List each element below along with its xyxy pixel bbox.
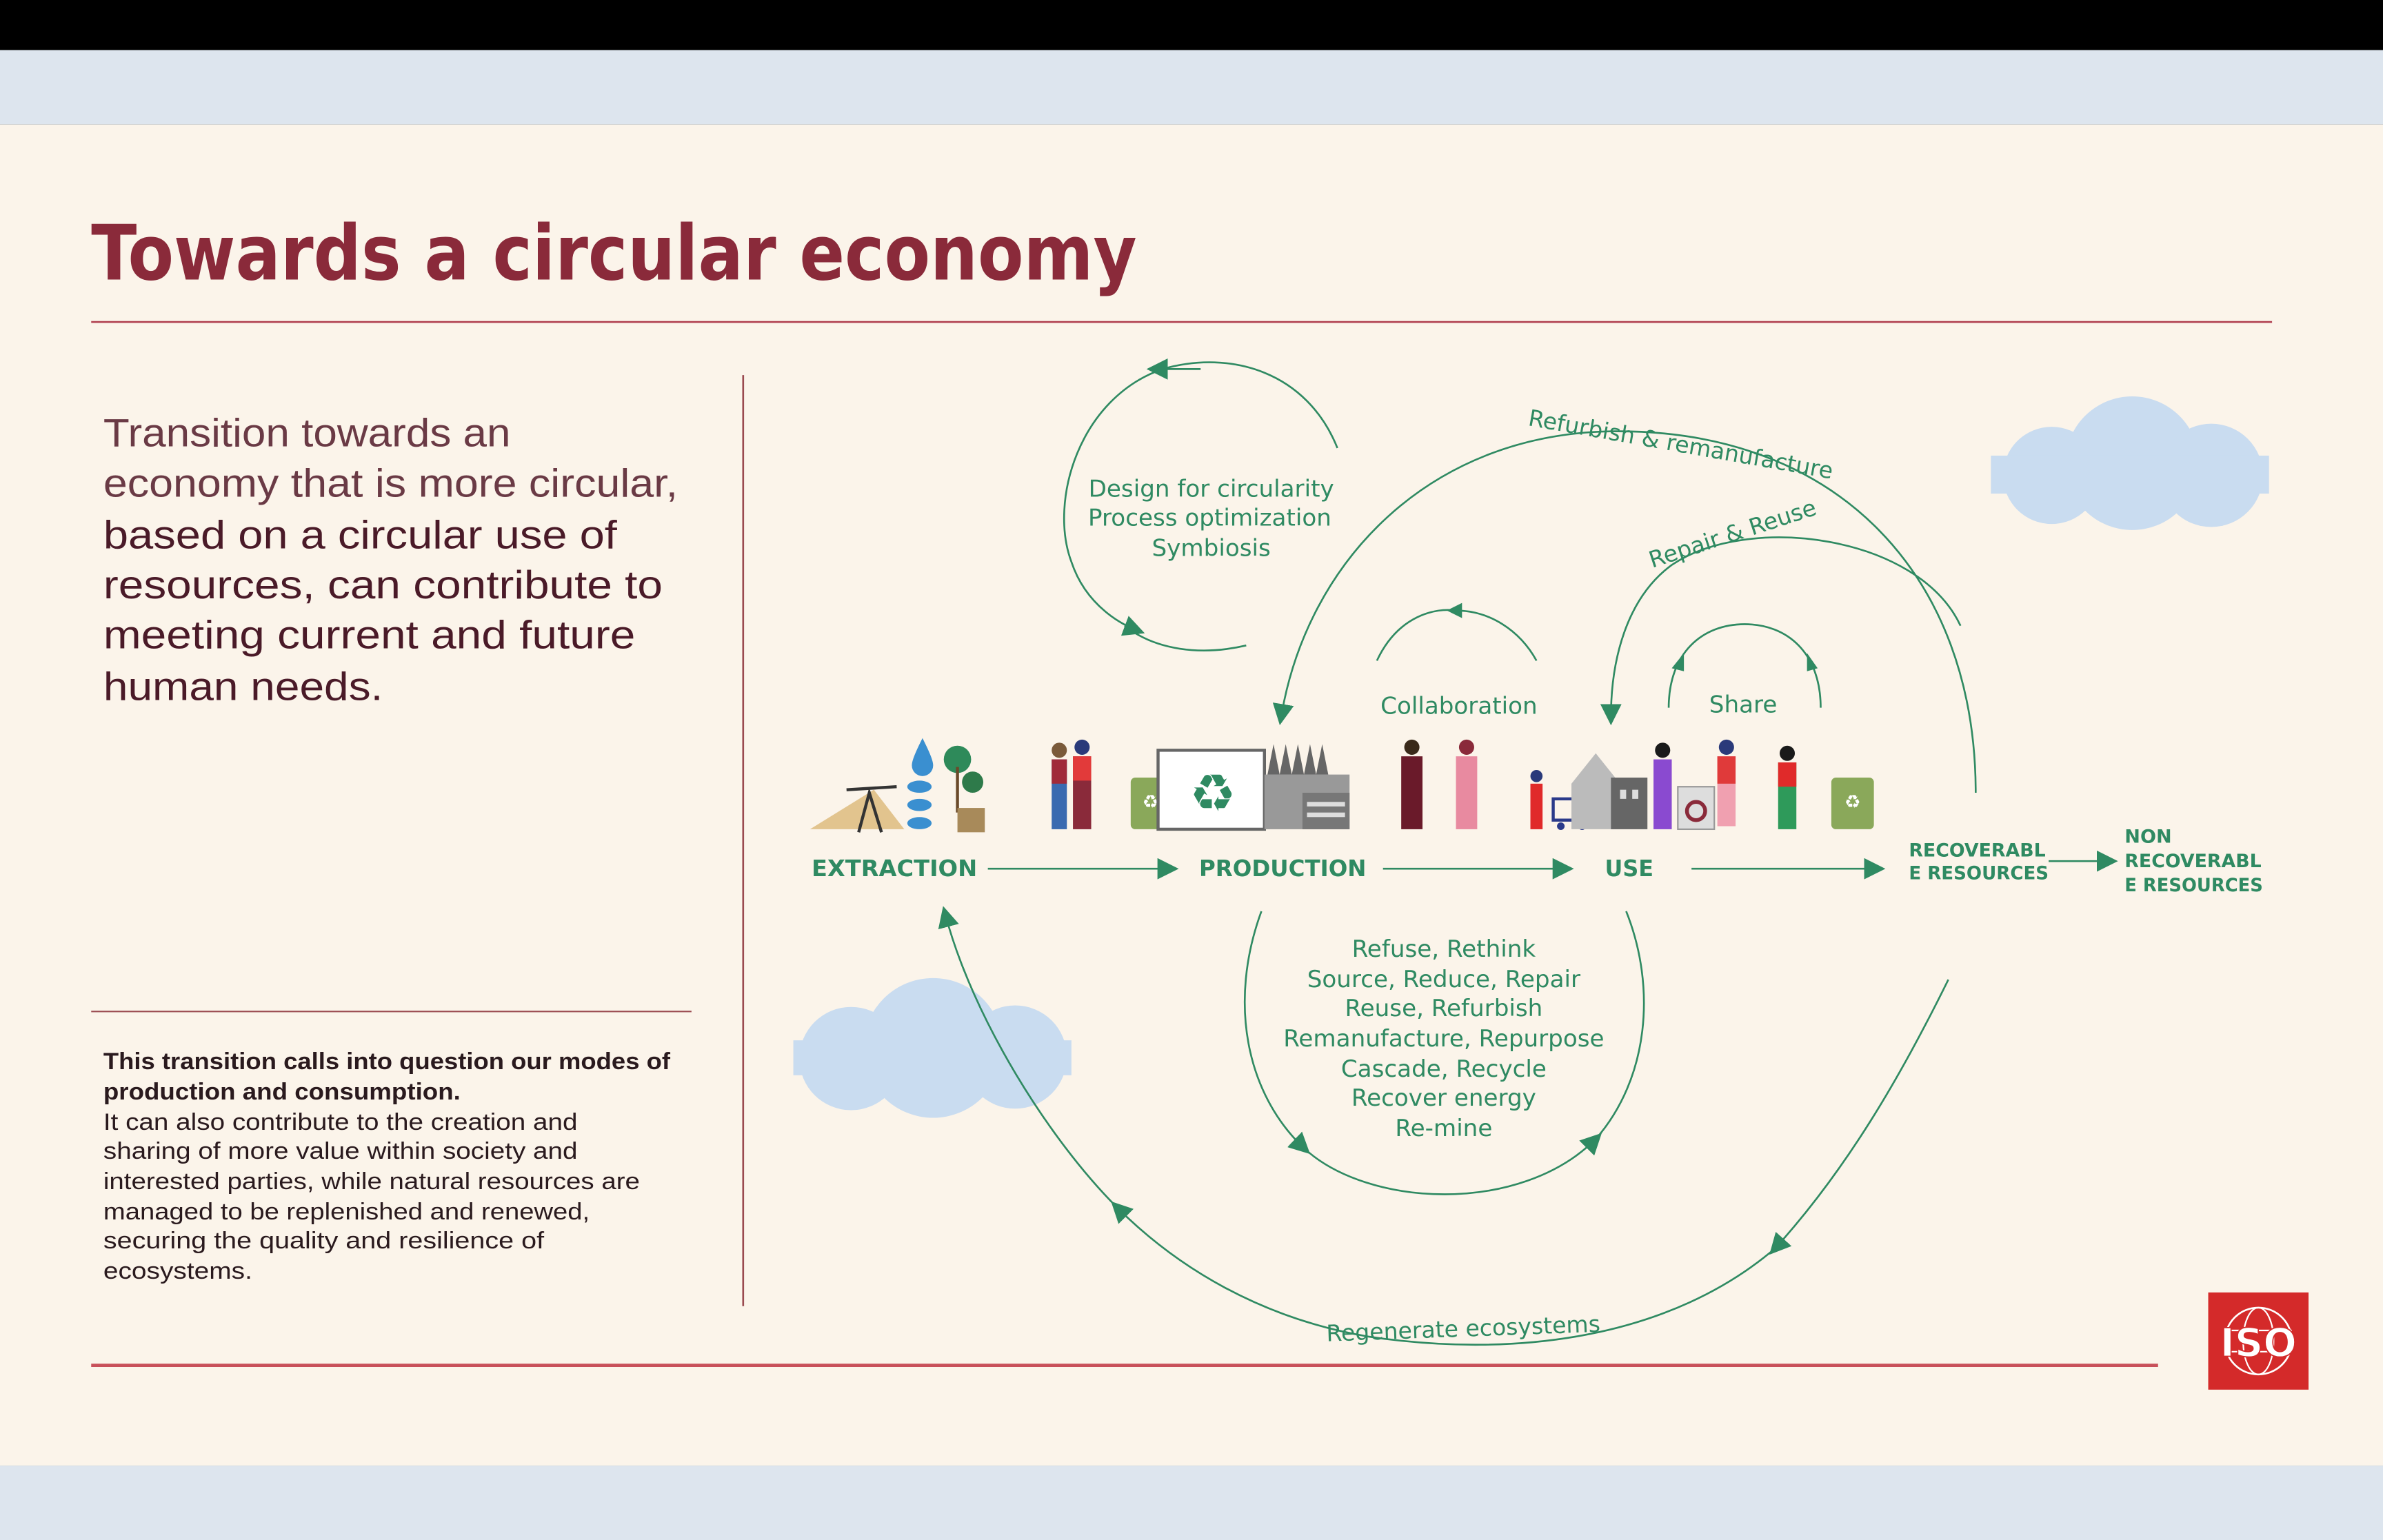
note-text: This transition calls into question our …	[103, 1048, 671, 1284]
intro-line: based on a circular use of	[103, 513, 617, 557]
refurbish-arrow	[1272, 430, 1977, 793]
production-icons: ♻ ♻	[1052, 739, 1350, 831]
svg-text:♻: ♻	[1189, 764, 1236, 822]
fish-icon	[907, 780, 932, 829]
cloud-icon	[793, 977, 1072, 1118]
strategy-item: Re-mine	[1395, 1115, 1492, 1142]
intro-line: Transition towards an	[103, 412, 511, 456]
sand-pile-icon	[810, 789, 905, 829]
collaboration-arrowhead	[1447, 602, 1462, 618]
collaboration-label: Collaboration	[1380, 692, 1538, 720]
factory-icon	[1264, 744, 1350, 829]
strategy-item: Reuse, Refurbish	[1345, 995, 1542, 1022]
share-arrowhead	[1807, 653, 1818, 671]
regenerate-arrow	[938, 906, 1118, 1208]
intro-line: resources, can contribute to	[103, 563, 663, 607]
stage-production: PRODUCTION	[1199, 855, 1366, 882]
stage-non-recoverable: RECOVERABL	[2124, 851, 2262, 872]
intro-text: Transition towards an economy that is mo…	[103, 412, 678, 709]
strategy-item: Remanufacture, Repurpose	[1283, 1025, 1604, 1053]
note-bold-line: production and consumption.	[103, 1079, 461, 1105]
share-label: Share	[1709, 691, 1778, 718]
design-loop-arrow	[1124, 625, 1247, 651]
note-line: managed to be replenished and renewed,	[103, 1199, 590, 1225]
oil-pump-icon	[846, 785, 897, 833]
water-drop-icon	[912, 738, 934, 776]
strategies-loop-arrow	[1303, 1133, 1602, 1195]
strategy-item: Cascade, Recycle	[1341, 1055, 1547, 1083]
strategies-loop-arrow	[1595, 911, 1645, 1140]
note-line: sharing of more value within society and	[103, 1138, 578, 1164]
stage-non-recoverable: E RESOURCES	[2124, 875, 2263, 896]
stage-use: USE	[1605, 855, 1654, 882]
design-loop-arrow	[1063, 361, 1338, 636]
note-line: ecosystems.	[103, 1258, 252, 1284]
regenerate-arrow	[1769, 979, 1949, 1255]
recycle-board-icon: ♻	[1156, 749, 1266, 831]
stage-non-recoverable: NON	[2124, 827, 2171, 848]
top-black-bar	[0, 0, 2383, 50]
regenerate-arrow	[1111, 1201, 1776, 1346]
use-icons: ♻	[1401, 739, 1874, 831]
slide-title: Towards a circular economy	[91, 209, 1136, 297]
house-icon	[1571, 753, 1648, 829]
design-label: Design for circularity	[1089, 475, 1334, 503]
share-arrowhead	[1671, 653, 1685, 671]
stage-recoverable: E RESOURCES	[1909, 863, 2049, 884]
strategy-item: Refuse, Rethink	[1352, 935, 1536, 963]
intro-line: human needs.	[103, 665, 383, 709]
iso-logo: ISO	[2208, 1292, 2309, 1390]
bottom-band	[0, 1466, 2383, 1540]
cloud-icon	[1991, 396, 2269, 530]
note-line: securing the quality and resilience of	[103, 1228, 545, 1254]
intro-line: economy that is more circular,	[103, 461, 678, 505]
note-bold-line: This transition calls into question our …	[103, 1048, 671, 1075]
stage-extraction: EXTRACTION	[812, 855, 977, 882]
people-exchange-icon	[1653, 739, 1797, 831]
strategies-loop-arrow	[1243, 911, 1311, 1155]
design-label: Process optimization	[1088, 504, 1331, 531]
intro-line: meeting current and future	[103, 614, 635, 658]
repair-arrow	[1600, 536, 1962, 726]
iso-logo-text: ISO	[2220, 1319, 2297, 1366]
tree-icon	[943, 745, 985, 833]
extraction-icons	[810, 738, 985, 833]
strategy-item: Recover energy	[1351, 1084, 1536, 1112]
recycle-bin-icon: ♻	[1831, 778, 1874, 829]
strategy-item: Source, Reduce, Repair	[1307, 966, 1581, 993]
svg-text:♻: ♻	[1143, 791, 1159, 812]
people-handshake-icon	[1401, 739, 1478, 829]
svg-text:♻: ♻	[1844, 791, 1861, 812]
note-line: It can also contribute to the creation a…	[103, 1109, 578, 1135]
design-label: Symbiosis	[1152, 534, 1271, 562]
stage-recoverable: RECOVERABL	[1909, 840, 2046, 862]
top-band	[0, 50, 2383, 125]
note-line: interested parties, while natural resour…	[103, 1168, 640, 1195]
people-icon	[1052, 739, 1092, 829]
